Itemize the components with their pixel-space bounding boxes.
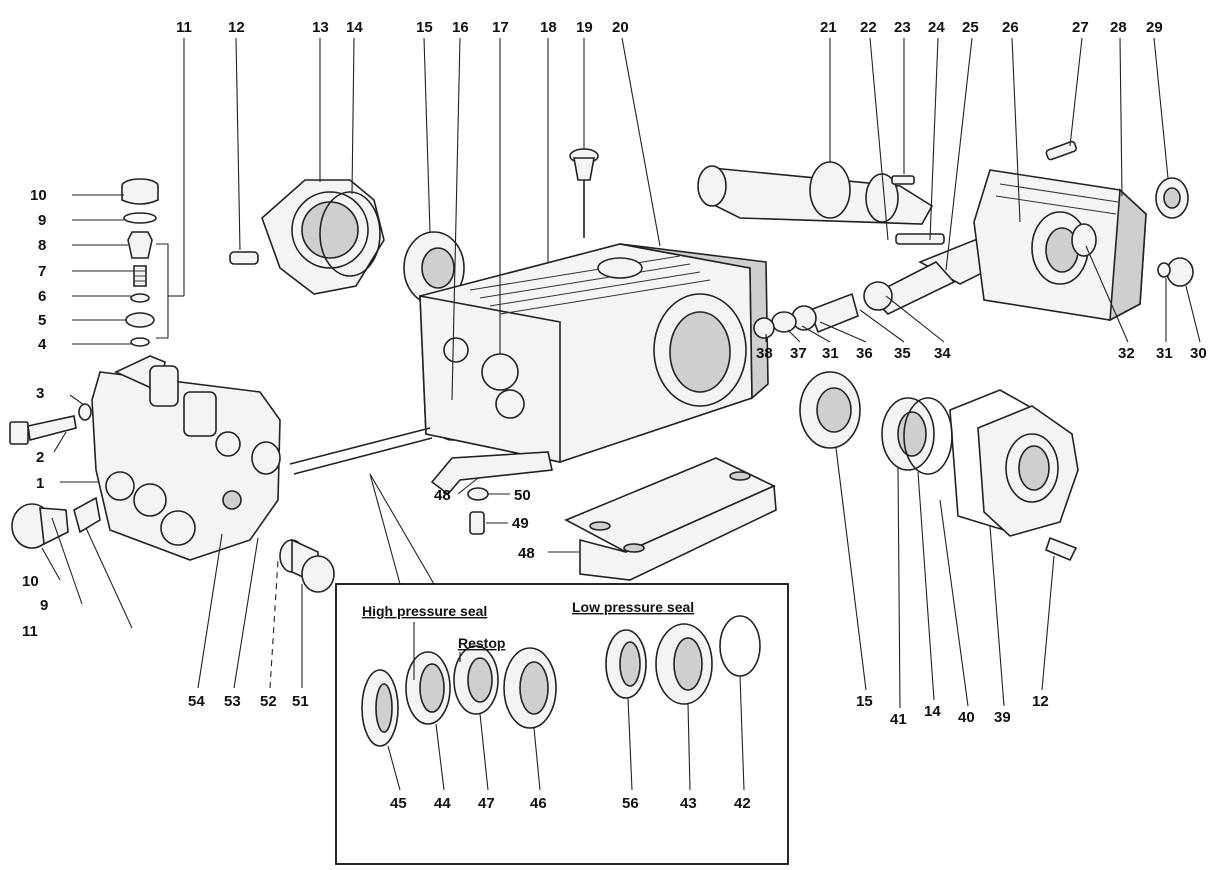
callout: 20	[612, 19, 629, 36]
callout: 15	[856, 693, 873, 710]
callout: 8	[38, 237, 46, 254]
callout: 25	[962, 19, 979, 36]
rear-housing-28	[973, 140, 1147, 322]
callout: 6	[38, 288, 46, 305]
callout: 47	[478, 795, 495, 812]
connector-bar	[289, 427, 433, 475]
callout: 14	[924, 703, 941, 720]
manifold-head	[91, 355, 281, 561]
callout: 31	[1156, 345, 1173, 362]
flange-group	[881, 389, 1079, 562]
callout: 39	[994, 709, 1011, 726]
callout: 9	[40, 597, 48, 614]
low-pressure-seal-title: Low pressure seal	[572, 599, 694, 615]
callout: 1	[36, 475, 44, 492]
high-pressure-seal-title: High pressure seal	[362, 603, 487, 619]
callout: 43	[680, 795, 697, 812]
crankcase-18	[419, 243, 769, 463]
callout: 32	[1118, 345, 1135, 362]
callouts-bottom-left: 54 53 52 51	[188, 693, 309, 710]
callout: 54	[188, 693, 205, 710]
callout: 14	[346, 19, 363, 36]
inset-seals	[361, 615, 761, 747]
seal-inset-frame	[335, 583, 789, 865]
callout: 12	[1032, 693, 1049, 710]
callout: 51	[292, 693, 309, 710]
callout: 4	[38, 336, 47, 353]
callout: 56	[622, 795, 639, 812]
callout: 44	[434, 795, 451, 812]
valve-stack	[121, 178, 159, 347]
callout: 27	[1072, 19, 1089, 36]
callout: 10	[30, 187, 47, 204]
callout: 11	[22, 623, 38, 640]
callout: 46	[530, 795, 547, 812]
callout: 30	[1190, 345, 1207, 362]
plug-left	[11, 496, 101, 549]
callout: 24	[928, 19, 945, 36]
bearing-15-right	[799, 371, 861, 449]
callout: 10	[22, 573, 39, 590]
callout: 15	[416, 19, 433, 36]
crankshaft-21	[697, 161, 934, 225]
callout: 49	[512, 515, 529, 532]
bearing-cover-13	[229, 179, 385, 295]
base-foot-lower	[564, 457, 777, 581]
callout: 35	[894, 345, 911, 362]
inset-labels: High pressure seal Restop Low pressure s…	[362, 599, 751, 812]
plugs-right	[1155, 177, 1194, 287]
callout: 11	[176, 19, 192, 36]
callout: 3	[36, 385, 44, 402]
callout: 16	[452, 19, 469, 36]
callouts-left: 10 9 8 7 6 5 4 3 2 1 10 9 11	[22, 187, 48, 640]
callout: 40	[958, 709, 975, 726]
bolt-left	[9, 403, 92, 445]
callout: 2	[36, 449, 44, 466]
callout: 7	[38, 263, 46, 280]
leader-lines	[41, 37, 1201, 791]
callout: 29	[1146, 19, 1163, 36]
callout: 26	[1002, 19, 1019, 36]
callout: 53	[224, 693, 241, 710]
callouts-base: 48 50 49 48	[434, 487, 535, 562]
callout: 22	[860, 19, 877, 36]
fitting-51	[251, 441, 335, 593]
callouts-right-bottom: 15 41 14 40 39 12	[856, 693, 1049, 728]
callout: 28	[1110, 19, 1127, 36]
callouts-right-assembly: 38 37 31 36 35 34 32 31 30	[756, 345, 1207, 362]
restop-title: Restop	[458, 635, 505, 651]
callout: 45	[390, 795, 407, 812]
callout: 9	[38, 212, 46, 229]
callout: 36	[856, 345, 873, 362]
dipstick-19	[569, 148, 599, 238]
base-support-upper	[430, 451, 553, 535]
callout: 13	[312, 19, 329, 36]
bearing-15-top	[403, 231, 465, 305]
callout: 48	[518, 545, 535, 562]
callout: 42	[734, 795, 751, 812]
callout: 48	[434, 487, 451, 504]
callout: 18	[540, 19, 557, 36]
callout: 23	[894, 19, 911, 36]
callout: 34	[934, 345, 951, 362]
callout: 17	[492, 19, 509, 36]
callout: 19	[576, 19, 593, 36]
callout: 12	[228, 19, 245, 36]
callout: 37	[790, 345, 807, 362]
callout: 5	[38, 312, 46, 329]
callout: 50	[514, 487, 531, 504]
callout: 41	[890, 711, 907, 728]
callout: 21	[820, 19, 837, 36]
callouts-top-row: 11 12 13 14 15 16 17 18 19 20 21 22 23 2…	[176, 19, 1163, 36]
callout: 31	[822, 345, 839, 362]
callout: 52	[260, 693, 277, 710]
callout: 38	[756, 345, 773, 362]
